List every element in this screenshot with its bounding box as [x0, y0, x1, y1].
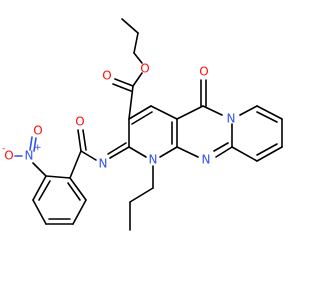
propyl-group — [129, 165, 154, 231]
atom-o-ester-carbonyl: O — [102, 69, 111, 83]
atom-o-nitro-left: O — [4, 149, 13, 163]
atom-n-nitro: N — [25, 149, 34, 163]
bond-c9-c10-inner — [256, 143, 278, 156]
atom-n-ring-propyl: N — [149, 153, 158, 167]
nitro-group-bonds — [14, 136, 37, 157]
bond-c4a-c5 — [176, 105, 204, 120]
bond-n11-c10a — [176, 146, 199, 158]
bond-c2-n-imine-double-2 — [107, 142, 127, 155]
atom-n-nitro-charge: + — [34, 143, 42, 153]
bond-c3-c4 — [128, 105, 152, 120]
bond-ester-c-o-double-1 — [114, 78, 134, 87]
bond-c7-c8-inner — [256, 111, 278, 123]
bond-c11a-n11 — [215, 146, 233, 158]
atom-o-nitro-left-charge: - — [2, 144, 5, 154]
bond-ethyl-ch2 — [133, 32, 139, 54]
atom-labels: O O O N N N N O N + O O - — [2, 62, 235, 171]
bond-propyl-c1-c2 — [129, 187, 154, 203]
ethyl-ester-group — [112, 18, 143, 120]
bond-c3-c4-inner — [131, 111, 153, 125]
bond-c9-c10 — [256, 146, 283, 162]
bond-c10a-n1 — [159, 146, 178, 158]
atom-o-nitro-upper: O — [33, 124, 42, 138]
atom-o-ester-ether: O — [140, 62, 149, 76]
right-ring-bonds — [231, 105, 283, 162]
bond-ar-c6-c1-inner — [67, 182, 81, 201]
bond-amide-c-o-double-2 — [82, 129, 87, 151]
bond-amide-c-o-double-1 — [77, 129, 82, 152]
central-ring-bonds — [128, 105, 178, 158]
bond-c7-c8 — [256, 105, 283, 120]
bond-ar-c3-c4 — [32, 199, 47, 225]
bond-ar-c6-c1 — [69, 177, 87, 201]
atom-o-amide: O — [75, 115, 84, 129]
bond-ar-c2-c3-inner — [38, 180, 51, 201]
bond-c11a-n11-inner — [213, 142, 229, 152]
atom-n-ring-bridge: N — [202, 153, 211, 167]
bond-c4-c4a — [150, 105, 178, 120]
chemical-structure-diagram: O O O N N N N O N + O O - — [2, 18, 283, 231]
bond-ester-c-o-double-2 — [112, 83, 132, 92]
atom-n-imine: N — [99, 157, 108, 171]
bond-o-ether-c — [132, 72, 143, 87]
bond-n-nitro-o-upper-1 — [29, 136, 33, 151]
imine-amide-linkage — [69, 129, 130, 179]
bond-c5-n6 — [202, 105, 223, 116]
bond-c2-n-imine-double-1 — [109, 146, 130, 159]
atom-o-ring-ketone: O — [199, 65, 208, 79]
bond-ar-c2-n-nitro — [32, 162, 47, 177]
bond-n6-c7 — [239, 105, 258, 116]
bond-ethyl-ch3 — [121, 18, 139, 34]
bond-ar-c1-c2 — [45, 175, 71, 179]
bond-amide-c-aryl — [69, 150, 82, 179]
bond-ch2-o-ether — [133, 52, 143, 64]
bond-n-imine-c-amide — [80, 150, 97, 161]
middle-ring-bonds — [176, 79, 233, 158]
nitrophenyl-ring — [32, 162, 87, 225]
bond-ar-c2-c3 — [32, 175, 47, 201]
bond-n1-c2 — [128, 146, 147, 158]
atom-n-pyrido: N — [227, 112, 236, 126]
bond-c10-c11a — [231, 146, 258, 162]
bond-ester-c-ring — [128, 85, 134, 120]
bond-ar-c5-c6 — [72, 199, 87, 225]
bond-n-nitro-o-upper-2 — [33, 137, 37, 152]
